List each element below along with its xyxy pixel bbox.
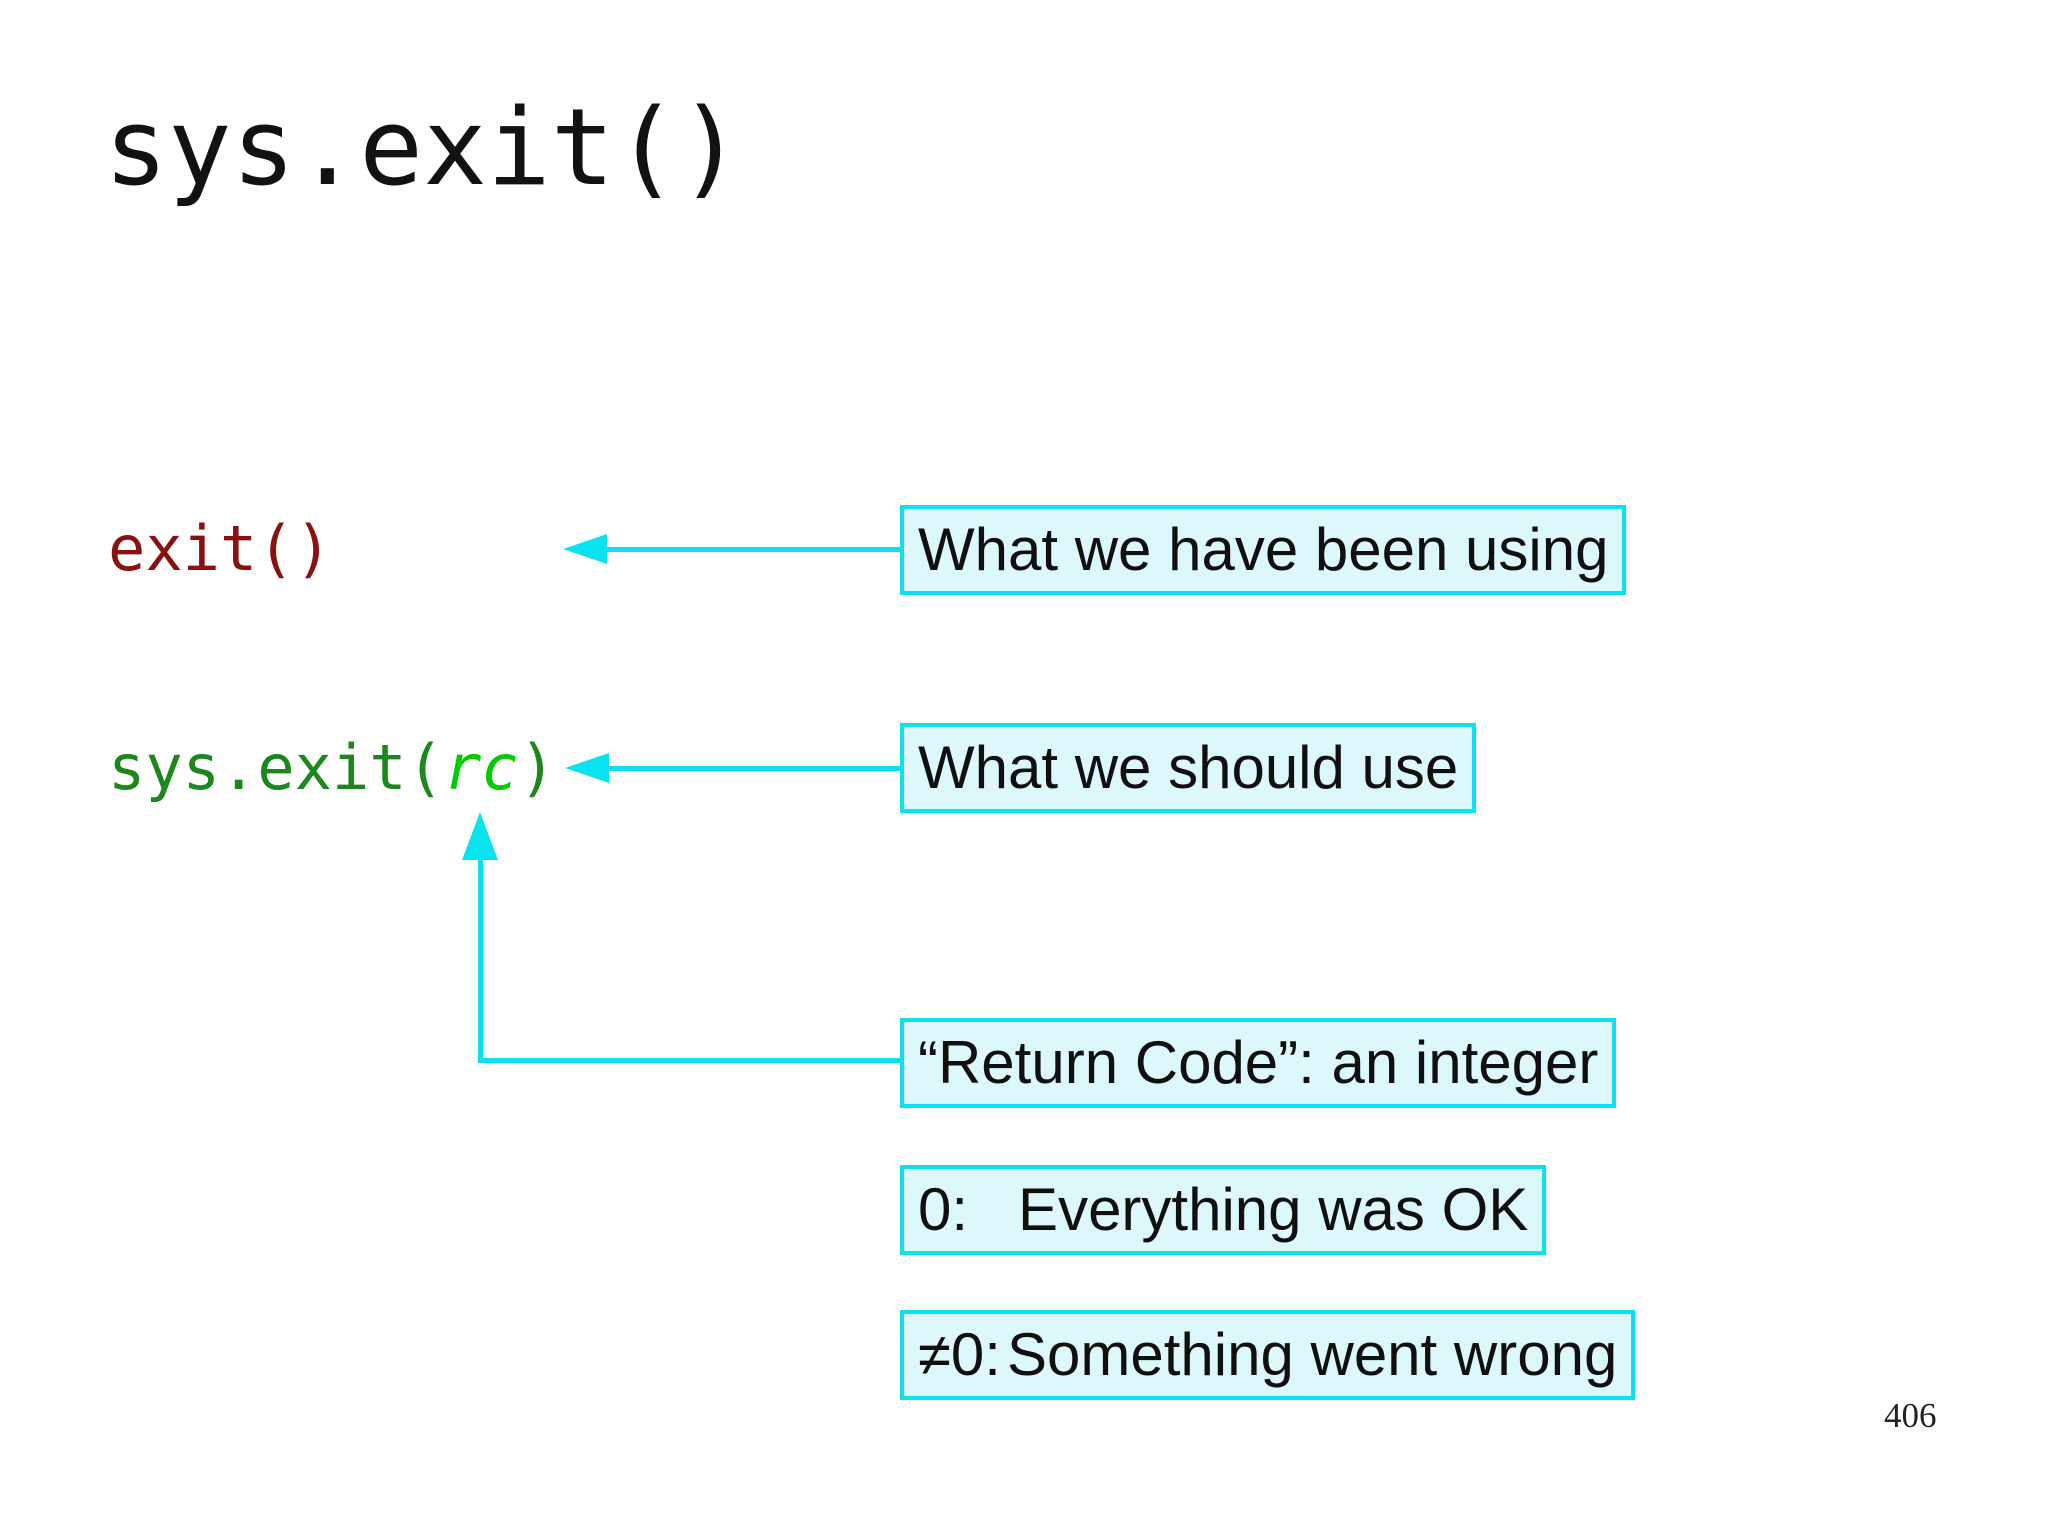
callout-wrong-label: Something went wrong — [1006, 1321, 1618, 1388]
arrow-elbow-vertical-line — [478, 856, 483, 1062]
callout-ok-label: Everything was OK — [1018, 1176, 1529, 1243]
callout-have-been-using: What we have been using — [900, 505, 1627, 595]
code-sys-exit-suffix: ) — [518, 731, 556, 804]
callout-should-use: What we should use — [900, 723, 1477, 813]
callout-wrong: ≠0: Something went wrong — [900, 1310, 1636, 1400]
code-return-code-arg: rc — [443, 731, 519, 804]
callout-ok: 0: Everything was OK — [900, 1165, 1547, 1255]
arrow-elbow-horizontal-line — [478, 1058, 900, 1063]
arrow-head-to-exit-icon — [563, 534, 607, 564]
page-number: 406 — [1884, 1396, 1937, 1435]
callout-should-use-label: What we should use — [918, 734, 1459, 801]
callout-have-been-using-label: What we have been using — [918, 516, 1609, 583]
slide-title: sys.exit() — [104, 86, 743, 209]
callout-wrong-prefix: ≠0: — [918, 1321, 1001, 1388]
callout-return-code-label: “Return Code”: an integer — [918, 1029, 1599, 1096]
code-sys-exit-call: sys.exit(rc) — [108, 731, 556, 805]
callout-ok-prefix: 0: — [918, 1176, 969, 1243]
code-sys-exit-prefix: sys.exit( — [108, 731, 444, 804]
arrow-line-to-sys-exit — [604, 766, 900, 771]
arrow-line-to-exit — [602, 547, 900, 552]
code-exit-call: exit() — [108, 512, 332, 586]
arrow-head-to-sys-exit-icon — [565, 753, 609, 783]
arrow-head-to-rc-icon — [462, 812, 498, 860]
code-exit-call-text: exit() — [108, 512, 332, 585]
callout-return-code: “Return Code”: an integer — [900, 1018, 1617, 1108]
